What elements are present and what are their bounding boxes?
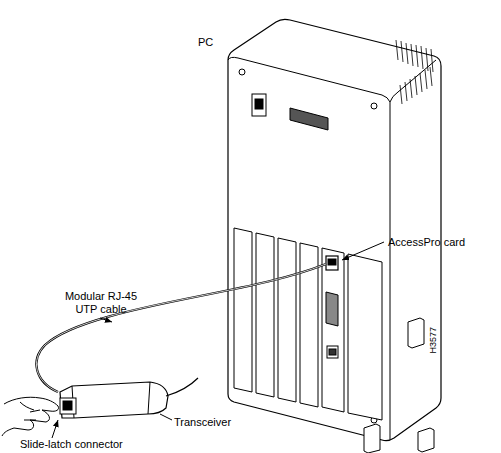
part-label: Modular RJ-45 UTP cable xyxy=(60,290,142,316)
part-label: PC xyxy=(198,36,228,49)
part-label: Slide-latch connector xyxy=(20,438,160,451)
part-label: Transceiver xyxy=(174,416,254,429)
part-label: AccessPro card xyxy=(388,236,498,249)
figure-number: H3577 xyxy=(427,304,440,354)
